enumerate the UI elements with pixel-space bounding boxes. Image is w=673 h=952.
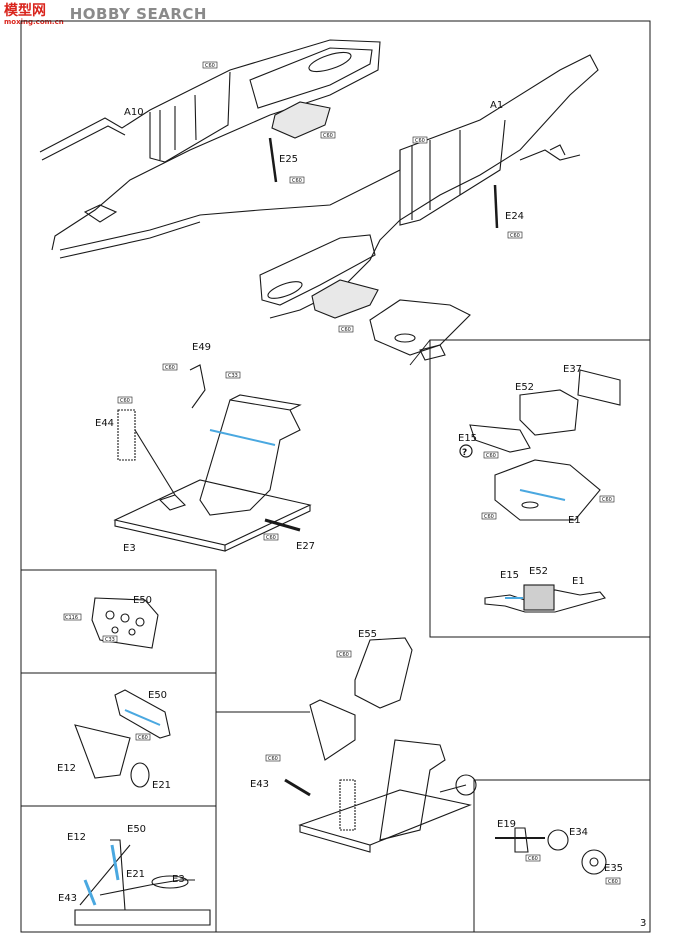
label-e21b: E21 [126, 869, 145, 880]
svg-text:C60: C60 [528, 856, 538, 862]
label-e50c: E50 [127, 824, 146, 835]
label-e3: E3 [123, 543, 136, 554]
label-e34: E34 [569, 827, 588, 838]
tag-c60: C60 [162, 363, 178, 371]
label-a1: A1 [490, 100, 503, 111]
svg-text:C60: C60 [510, 233, 520, 239]
svg-text:C60: C60 [138, 735, 148, 741]
svg-text:?: ? [462, 448, 467, 458]
label-e43: E43 [250, 779, 269, 790]
label-e50b: E50 [148, 690, 167, 701]
watermark-logo: 模型网 [4, 3, 46, 19]
label-e52: E52 [515, 382, 534, 393]
label-e1b: E1 [572, 576, 585, 587]
tag-c60: C60 [605, 877, 621, 885]
label-e12: E12 [57, 763, 76, 774]
svg-text:C60: C60 [484, 514, 494, 520]
wheel-inset [495, 827, 607, 875]
label-e52b: E52 [529, 566, 548, 577]
label-e15b: E15 [500, 570, 519, 581]
label-e43b: E43 [58, 893, 77, 904]
label-a10: A10 [124, 107, 144, 118]
part-labels: A10 A1 E25 E24 E49 E44 E3 E27 E37 E52 E1… [57, 100, 623, 904]
svg-text:C33: C33 [105, 637, 115, 643]
seat-pan-inset [469, 369, 621, 613]
svg-text:C60: C60 [339, 652, 349, 658]
inset-panel-assembly [21, 805, 217, 932]
label-e35: E35 [604, 863, 623, 874]
label-e12b: E12 [67, 832, 86, 843]
svg-text:C60: C60 [205, 63, 215, 69]
tag-c60: C60 [202, 61, 218, 69]
tag-c60: C60 [336, 650, 352, 658]
fuselage-half-a10 [39, 39, 381, 251]
tag-c60: C60 [338, 325, 354, 333]
watermark-url: moxing.com.cn [4, 18, 64, 26]
label-e15: E15 [458, 433, 477, 444]
question-icon: ? [459, 444, 473, 458]
watermark: 模型网 moxing.com.cn HOBBY SEARCH [4, 4, 207, 26]
label-e49: E49 [192, 342, 211, 353]
tag-c60: C60 [117, 396, 133, 404]
inset-panel-seat-pan [429, 339, 650, 638]
svg-text:C60: C60 [292, 178, 302, 184]
svg-text:C60: C60 [341, 327, 351, 333]
label-e25: E25 [279, 154, 298, 165]
tag-c60: C60 [599, 495, 615, 503]
paint-tags: C60 C60 C60 C60 C60 C60 C60 C33 C60 C60 … [63, 61, 621, 885]
label-e1: E1 [568, 515, 581, 526]
tag-c60: C60 [265, 754, 281, 762]
label-e55: E55 [358, 629, 377, 640]
tag-c60: C60 [412, 136, 428, 144]
headrest-inset [74, 689, 171, 788]
tag-c60: C60 [263, 533, 279, 541]
seat-assembly-e3 [113, 364, 312, 552]
svg-text:C60: C60 [486, 453, 496, 459]
svg-text:C60: C60 [602, 497, 612, 503]
fuselage-half-a1 [59, 54, 599, 361]
tag-c60: C60 [483, 451, 499, 459]
watermark-text: HOBBY SEARCH [69, 5, 207, 23]
svg-text:C60: C60 [120, 398, 130, 404]
svg-text:C60: C60 [268, 756, 278, 762]
page-number: 3 [640, 918, 646, 929]
tag-c33: C33 [225, 371, 241, 379]
label-e27: E27 [296, 541, 315, 552]
tag-c60: C60 [481, 512, 497, 520]
page-frame [20, 20, 651, 933]
svg-text:C60: C60 [165, 365, 175, 371]
label-e44: E44 [95, 418, 114, 429]
tag-c116: C116 [63, 613, 82, 621]
label-e3b: E3 [172, 874, 185, 885]
inset-panel-wheel [473, 779, 650, 932]
svg-text:C60: C60 [608, 879, 618, 885]
svg-text:C116: C116 [65, 615, 78, 621]
inset-panel-headrest [21, 672, 217, 806]
assembly-inset [74, 839, 211, 926]
svg-text:C60: C60 [323, 133, 333, 139]
leader-line [409, 339, 431, 366]
label-e21: E21 [152, 780, 171, 791]
label-e24: E24 [505, 211, 524, 222]
tag-c60: C60 [135, 733, 151, 741]
tag-c60: C60 [525, 854, 541, 862]
tag-c60: C60 [289, 176, 305, 184]
label-e37: E37 [563, 364, 582, 375]
svg-text:C60: C60 [415, 138, 425, 144]
tag-c60: C60 [507, 231, 523, 239]
svg-text:C60: C60 [266, 535, 276, 541]
tag-c33: C33 [102, 635, 118, 643]
label-e19: E19 [497, 819, 516, 830]
instrument-panel-e50 [91, 597, 159, 649]
centre-assembly [284, 637, 477, 853]
inset-panel-instrument [21, 569, 217, 673]
svg-text:C33: C33 [228, 373, 238, 379]
tag-c60: C60 [320, 131, 336, 139]
label-e50a: E50 [133, 595, 152, 606]
